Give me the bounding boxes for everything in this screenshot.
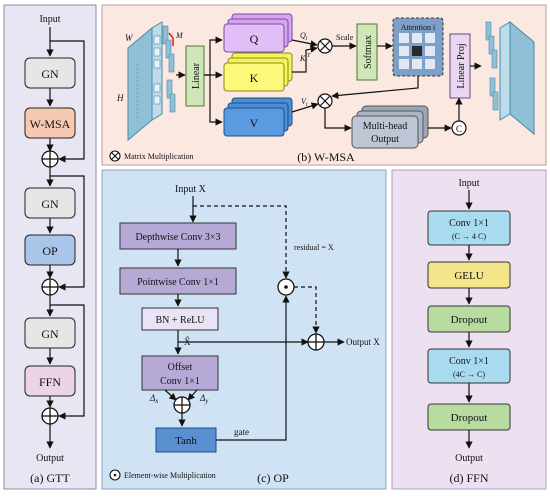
ffn-conv2-label-1: Conv 1×1	[449, 356, 489, 367]
linear-label: Linear	[191, 62, 202, 89]
q-label: Q	[250, 32, 259, 46]
op-input-label: Input X	[175, 184, 207, 195]
elementwise-legend-text: Element-wise Multiplication	[124, 471, 216, 480]
panel-c-op: Input X residual = X Depthwise Conv 3×3 …	[101, 169, 387, 490]
tanh-block	[155, 427, 217, 453]
delta-x-label: Δx	[149, 393, 159, 405]
offset-conv-label-1: Offset	[168, 362, 193, 373]
softmax-label: Softmax	[363, 35, 374, 69]
window-size-label: M	[175, 31, 184, 40]
matmul-legend-text: Matrix Multiplication	[124, 152, 194, 161]
ffn-input-label: Input	[458, 178, 479, 189]
residual-label: residual = X	[294, 243, 334, 252]
ffn-dropout2-label: Dropout	[451, 412, 488, 424]
q-block	[223, 23, 285, 53]
panel-b-background	[101, 4, 547, 166]
panel-b-wmsa: W H M Linear Q K V Qi KiT	[101, 4, 547, 166]
gtt-gn-label-2: GN	[41, 197, 59, 211]
q-stack	[223, 13, 293, 53]
panel-d-ffn: Input Conv 1×1 (C → 4 C) GELU Dropout Co…	[391, 169, 547, 490]
gtt-gn-label-3: GN	[41, 327, 59, 341]
gate-multiply-node	[277, 278, 295, 296]
matmul-node-2	[317, 93, 333, 109]
ffn-conv2-label-2: (4C → C)	[453, 370, 485, 379]
ki-label: KiT	[299, 53, 311, 65]
gtt-output-label: Output	[36, 453, 64, 464]
height-label: H	[116, 93, 124, 103]
wmsa-caption: (b) W-MSA	[297, 150, 355, 164]
linear-block	[185, 45, 205, 107]
offset-conv-block	[141, 355, 219, 391]
ffn-conv1-label-1: Conv 1×1	[449, 218, 489, 229]
tanh-label: Tanh	[175, 435, 197, 447]
vi-label: Vi	[301, 97, 308, 108]
v-stack	[223, 97, 293, 137]
panel-a-gtt: Input GN W-MSA GN OP GN FFN	[3, 4, 97, 490]
bn-relu-block	[141, 307, 219, 331]
attention-label: Attention i	[401, 23, 436, 32]
concat-node: C	[451, 120, 467, 136]
gtt-caption: (a) GTT	[30, 471, 70, 485]
gtt-add-node-1	[41, 150, 59, 168]
ffn-dropout1-label: Dropout	[451, 314, 488, 326]
v-label: V	[250, 116, 259, 130]
gtt-add-node-2	[41, 278, 59, 296]
elementwise-legend: Element-wise Multiplication	[109, 469, 216, 481]
gtt-op-label: OP	[42, 244, 58, 258]
op-add-node	[307, 333, 325, 351]
softmax-block	[356, 23, 378, 81]
ffn-output-label: Output	[455, 453, 483, 464]
v-block	[223, 107, 285, 137]
gtt-wmsa-label: W-MSA	[30, 117, 71, 131]
gtt-gn-label-1: GN	[41, 67, 59, 81]
depthwise-conv-block	[119, 222, 237, 250]
multihead-label-1: Multi-head	[363, 121, 407, 132]
gtt-add-node-3	[41, 407, 59, 425]
window-patch-stack	[162, 25, 176, 113]
ffn-gelu-label: GELU	[454, 270, 483, 282]
op-caption: (c) OP	[257, 471, 289, 485]
multihead-stack	[351, 105, 429, 149]
matmul-legend: Matrix Multiplication	[109, 150, 194, 162]
depthwise-conv-label: Depthwise Conv 3×3	[135, 232, 220, 243]
bn-relu-label: BN + ReLU	[156, 315, 206, 326]
offset-conv-label-2: Conv 1×1	[160, 376, 200, 387]
matmul-node-1	[317, 38, 333, 54]
offset-add-node	[173, 396, 191, 414]
gate-label: gate	[234, 427, 249, 437]
multihead-output-block	[351, 115, 419, 149]
output-feature-map	[485, 20, 535, 136]
gtt-ffn-label: FFN	[39, 375, 61, 389]
input-feature-map	[127, 21, 163, 142]
gtt-input-label: Input	[39, 14, 60, 25]
op-output-label: Output X	[346, 337, 380, 347]
linear-proj-label: Linear Proj	[456, 43, 467, 88]
delta-y-label: Δy	[199, 393, 209, 405]
k-stack	[223, 52, 293, 92]
ffn-caption: (d) FFN	[449, 471, 488, 485]
k-label: K	[250, 71, 259, 85]
ffn-conv1-label-2: (C → 4 C)	[452, 232, 486, 241]
k-block	[223, 62, 285, 92]
multihead-label-2: Output	[371, 134, 399, 145]
concat-label: C	[456, 124, 462, 134]
qi-label: Qi	[300, 31, 308, 42]
pointwise-conv-label: Pointwise Conv 1×1	[137, 277, 219, 288]
scale-label: Scale	[336, 33, 354, 42]
width-label: W	[125, 33, 134, 43]
